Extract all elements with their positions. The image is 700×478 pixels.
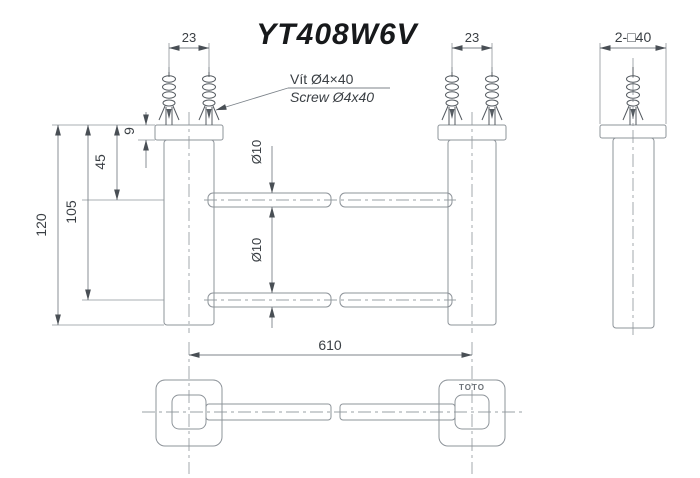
lower-bar-right-segment [339,292,453,308]
top-right-plate-outer [438,379,506,447]
dim-label-120: 120 [33,213,49,237]
dim-screw-spacing-left: 23 [168,30,210,72]
dim-label-23-left: 23 [182,30,196,45]
screw-callout: Vít Ø4×40 Screw Ø4x40 [215,71,390,111]
brand-logo: TOTO [459,383,485,392]
dim-label-dia10-upper: Ø10 [249,140,264,165]
dim-label-9: 9 [121,127,137,135]
dim-label-105: 105 [63,200,79,224]
screw-label-vietnamese: Vít Ø4×40 [290,71,354,87]
dim-screw-spacing-right: 23 [451,30,493,72]
top-bar-right-segment [339,403,456,421]
dim-label-610: 610 [318,337,342,353]
screw-label-english: Screw Ø4x40 [290,89,374,105]
front-view [154,66,507,333]
dim-label-23-right: 23 [465,30,479,45]
top-left-plate-outer [155,379,223,447]
top-view: TOTO 610 [142,337,523,474]
left-dimensions: 120 105 45 9 [33,112,164,326]
bar-diameter-dimensions: Ø10 Ø10 [249,140,275,328]
top-bar-left-segment [205,403,332,421]
side-view: 2-□40 [599,29,667,338]
dim-label-2sq40: 2-□40 [615,29,652,45]
dim-label-45: 45 [92,154,108,170]
screw-anchor-icon [441,66,463,126]
upper-bar-right-segment [339,192,453,208]
screw-anchor-icon [198,66,220,126]
drawing-title: YT408W6V [256,18,419,51]
left-post [163,139,215,326]
dim-label-dia10-lower: Ø10 [249,238,264,263]
screw-anchor-icon [622,66,644,126]
side-post [612,137,655,329]
screw-anchor-icon [481,66,503,126]
right-post [447,139,497,326]
screw-anchor-icon [158,66,180,126]
